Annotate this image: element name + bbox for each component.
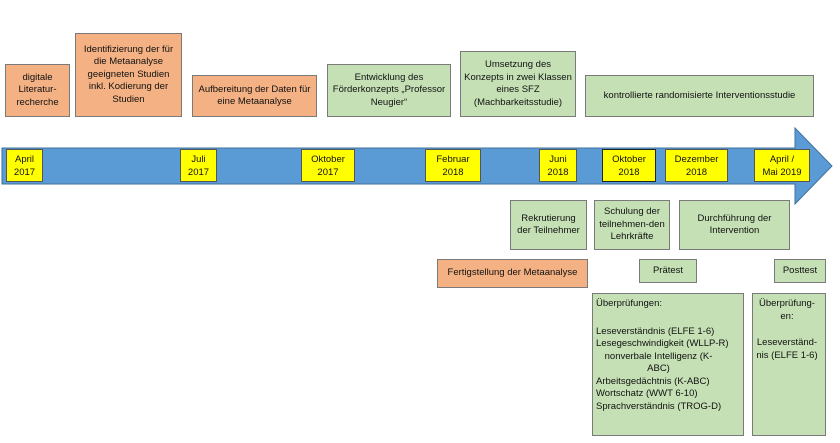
date-year: Mai 2019 <box>762 166 802 178</box>
activity-label: Entwicklung des Förderkonzepts „Professo… <box>332 71 446 108</box>
date-month: Dezember <box>674 153 719 165</box>
activity-durchfuehrung: Durchführung der Intervention <box>679 200 790 250</box>
activity-label: Fertigstellung der Metaanalyse <box>447 267 578 279</box>
date-month: April / <box>769 153 795 165</box>
activity-label: Umsetzung des Konzepts in zwei Klassen e… <box>464 59 572 108</box>
date-year: 2018 <box>685 166 708 178</box>
checks-pre-title: Überprüfungen: <box>596 298 663 309</box>
date-month: Oktober <box>612 153 646 165</box>
activity-label: Rekrutierung der Teilnehmer <box>517 212 580 237</box>
checks-pre-item: nonverbale Intelligenz (K-ABC) <box>604 350 713 375</box>
date-month: Februar <box>436 153 470 165</box>
date-year: 2018 <box>618 166 640 178</box>
activity-aufbereitung: Aufbereitung der Daten für eine Metaanal… <box>192 75 317 117</box>
date-month: April <box>14 153 34 165</box>
date-year: 2017 <box>187 166 210 178</box>
checks-pre-box: Überprüfungen: Leseverständnis (ELFE 1-6… <box>592 293 744 436</box>
checks-post-box: Überprüfung-en: Leseverständ-nis (ELFE 1… <box>752 293 826 436</box>
praetest-box: Prätest <box>639 259 697 283</box>
activity-label: digitale Literatur-recherche <box>16 71 59 108</box>
checks-pre-item: Leseverständnis (ELFE 1-6) <box>596 325 715 337</box>
checks-pre-item: Lesegeschwindigkeit (WLLP-R) <box>596 338 729 349</box>
date-year: 2018 <box>547 166 569 178</box>
activity-umsetzung: Umsetzung des Konzepts in zwei Klassen e… <box>460 51 576 117</box>
praetest-label: Prätest <box>652 264 684 276</box>
activity-fertigstellung: Fertigstellung der Metaanalyse <box>437 259 588 288</box>
posttest-box: Posttest <box>774 259 826 283</box>
checks-post-title: Überprüfung-en: <box>759 298 815 322</box>
date-month: Oktober <box>311 153 345 165</box>
activity-identifizierung: Identifizierung der für die Metaanalyse … <box>75 33 182 117</box>
checks-post-item: Leseverständ-nis (ELFE 1-6) <box>756 337 818 361</box>
activity-label: Durchführung der Intervention <box>697 212 772 237</box>
timeline-arrow-shape <box>1 126 833 206</box>
activity-rekrutierung: Rekrutierung der Teilnehmer <box>510 200 587 250</box>
date-month: Juli <box>191 153 206 165</box>
activity-interventionsstudie: kontrollierte randomisierte Intervention… <box>585 75 814 117</box>
date-month: Juni <box>549 153 567 165</box>
activity-label: kontrollierte randomisierte Intervention… <box>603 89 796 101</box>
date-year: 2017 <box>13 166 36 178</box>
checks-pre-item: Wortschatz (WWT 6-10) <box>596 388 698 399</box>
activity-label: Identifizierung der für die Metaanalyse … <box>83 43 174 105</box>
checks-pre-item: Arbeitsgedächtnis (K-ABC) <box>596 375 710 387</box>
date-year: 2018 <box>442 166 464 178</box>
activity-label: Aufbereitung der Daten für eine Metaanal… <box>198 83 311 108</box>
checks-pre-item: Sprachverständnis (TROG-D) <box>596 400 722 412</box>
date-april-mai-2019: April /Mai 2019 <box>754 149 810 182</box>
activity-entwicklung: Entwicklung des Förderkonzepts „Professo… <box>327 64 451 117</box>
activity-label: Schulung der teilnehmen-den Lehrkräfte <box>599 206 665 243</box>
date-year: 2017 <box>317 166 339 178</box>
activity-schulung: Schulung der teilnehmen-den Lehrkräfte <box>594 200 670 250</box>
posttest-label: Posttest <box>782 264 818 276</box>
activity-literaturrecherche: digitale Literatur-recherche <box>5 64 70 117</box>
